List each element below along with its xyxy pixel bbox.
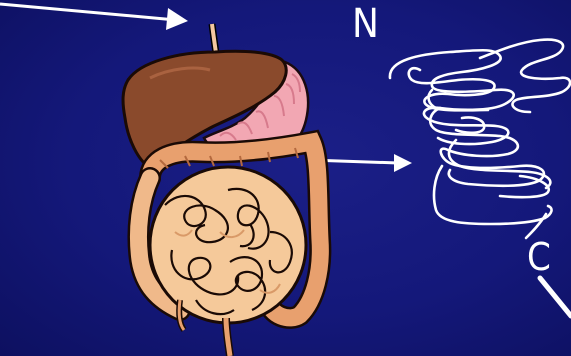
n-terminus-label: N [352, 4, 379, 44]
protein-backbone-trace [390, 40, 570, 238]
digestive-system-illustration [123, 24, 320, 356]
small-intestine-illustration [150, 167, 306, 323]
c-terminus-tail [540, 278, 571, 316]
arrow-right-icon [0, 4, 188, 30]
c-terminus-label: C [527, 238, 551, 276]
